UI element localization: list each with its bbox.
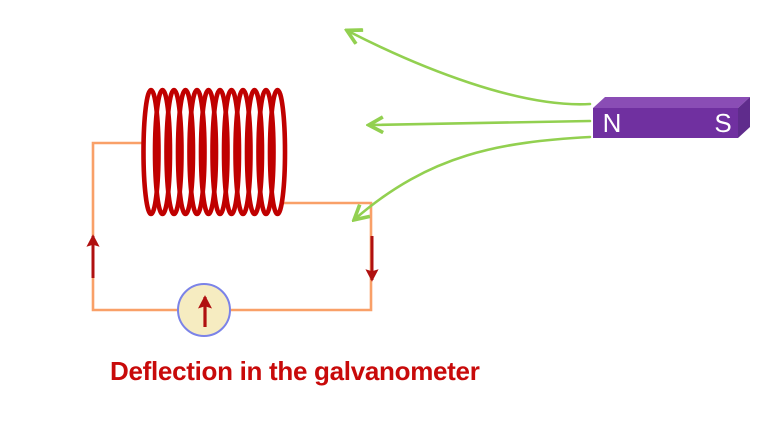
coil-loop — [141, 87, 161, 217]
coil-loop — [244, 87, 265, 217]
coil-loop — [256, 87, 276, 217]
coil-loop — [267, 87, 288, 217]
coil-loop — [164, 87, 184, 217]
coil-loop — [187, 87, 207, 217]
coil-loop — [221, 87, 242, 217]
coil-loop — [152, 87, 173, 217]
coil-loop — [210, 87, 230, 217]
coil-loop — [233, 87, 253, 217]
magnet-front-face — [593, 108, 738, 138]
bar-magnet: N S — [593, 97, 750, 138]
field-line-top — [348, 31, 592, 106]
circuit-wire — [91, 141, 373, 312]
field-line-middle — [370, 121, 592, 125]
galvanometer — [177, 283, 231, 337]
field-line-bottom — [355, 135, 592, 219]
induction-coil — [141, 87, 288, 217]
coil-loop — [175, 87, 196, 217]
magnet-top-face — [593, 97, 750, 108]
magnet-north-label: N — [603, 108, 622, 138]
magnet-south-label: S — [714, 108, 731, 138]
magnetic-field-lines — [348, 31, 592, 219]
current-direction-arrows — [86, 234, 379, 282]
diagram-caption: Deflection in the galvanometer — [110, 356, 480, 386]
coil-loop — [198, 87, 219, 217]
magnet-right-face — [738, 97, 750, 138]
